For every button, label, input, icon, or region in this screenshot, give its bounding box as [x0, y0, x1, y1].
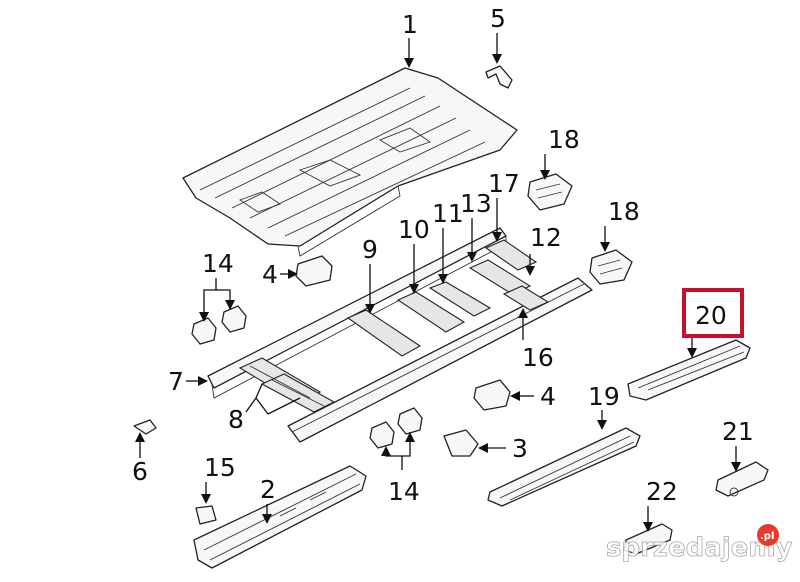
callout-label-22: 22 — [646, 477, 678, 506]
callout-label-17: 17 — [488, 169, 520, 198]
part-11-crossmember — [428, 281, 492, 317]
callout-label-3: 3 — [512, 434, 528, 463]
callout-14b: 14 — [381, 432, 420, 506]
callout-20: 20 — [682, 288, 744, 358]
callout-18b: 18 — [600, 197, 640, 252]
part-12-right-rail — [287, 277, 593, 443]
callout-3: 3 — [478, 434, 528, 463]
part-3-bracket — [443, 429, 479, 457]
callout-label-11: 11 — [432, 199, 464, 228]
callout-label-5: 5 — [490, 4, 506, 33]
callout-22: 22 — [643, 477, 678, 532]
callout-11: 11 — [432, 199, 464, 284]
callout-19: 19 — [588, 382, 620, 430]
part-2-rocker-panel — [193, 465, 367, 569]
callout-label-18b: 18 — [608, 197, 640, 226]
watermark-badge — [757, 524, 779, 546]
callout-label-6: 6 — [132, 457, 148, 486]
callout-label-2: 2 — [260, 475, 276, 504]
callout-16: 16 — [518, 308, 554, 372]
part-16-crossmember — [502, 285, 550, 311]
watermark-badge-text: .pl — [760, 531, 774, 542]
part-15-plug — [195, 505, 217, 525]
callout-4b: 4 — [510, 382, 556, 411]
part-18-lower-bracket — [589, 249, 633, 285]
callout-label-8: 8 — [228, 405, 244, 434]
part-5-bracket — [485, 65, 513, 89]
callout-2: 2 — [260, 475, 276, 524]
part-4-lower-bracket — [473, 379, 511, 411]
callout-label-21: 21 — [722, 417, 754, 446]
callout-label-19: 19 — [588, 382, 620, 411]
callout-8: 8 — [228, 383, 301, 434]
callout-label-10: 10 — [398, 215, 430, 244]
part-18-upper-bracket — [527, 173, 573, 211]
callout-label-7: 7 — [168, 367, 184, 396]
part-9-crossmember — [346, 309, 422, 357]
part-14-lower-clips — [369, 407, 423, 449]
callout-6: 6 — [132, 432, 148, 486]
callout-21: 21 — [722, 417, 754, 472]
callout-7: 7 — [168, 367, 208, 396]
callout-20-highlight-box — [682, 288, 744, 338]
callout-9: 9 — [362, 235, 378, 314]
callout-5: 5 — [490, 4, 506, 64]
part-19-sill-reinforcement — [487, 427, 641, 507]
callout-label-15: 15 — [204, 453, 236, 482]
part-20-step-panel — [627, 339, 751, 401]
callout-label-1: 1 — [402, 10, 418, 39]
part-17-crossmember — [484, 239, 538, 271]
callout-label-4a: 4 — [262, 260, 278, 289]
part-21-cover — [715, 461, 769, 497]
callout-10: 10 — [398, 215, 430, 294]
watermark-logo: sprzedajemy .pl — [606, 524, 793, 563]
part-22-cover — [623, 523, 673, 555]
part-8-rear-crossmembers — [238, 357, 336, 413]
part-14-upper-clips — [191, 305, 247, 345]
callout-label-12: 12 — [530, 223, 562, 252]
part-10-crossmember — [396, 291, 466, 333]
callout-label-14b: 14 — [388, 477, 420, 506]
callout-12: 12 — [525, 223, 562, 276]
callout-label-13: 13 — [460, 189, 492, 218]
callout-17: 17 — [488, 169, 520, 242]
part-13-crossmember — [468, 259, 532, 295]
callout-15: 15 — [201, 453, 236, 504]
callout-14a: 14 — [199, 249, 235, 322]
callout-1: 1 — [402, 10, 418, 68]
callout-label-4b: 4 — [540, 382, 556, 411]
callout-4a: 4 — [262, 260, 298, 289]
callout-label-14a: 14 — [202, 249, 234, 278]
callout-label-18a: 18 — [548, 125, 580, 154]
part-4-upper-bracket — [295, 255, 333, 287]
callout-label-9: 9 — [362, 235, 378, 264]
callout-18a: 18 — [540, 125, 580, 180]
part-6-clip — [133, 419, 157, 435]
part-1-floor-pan — [182, 67, 518, 257]
callout-label-20: 20 — [695, 301, 727, 330]
callout-label-16: 16 — [522, 343, 554, 372]
callout-13: 13 — [460, 189, 492, 262]
